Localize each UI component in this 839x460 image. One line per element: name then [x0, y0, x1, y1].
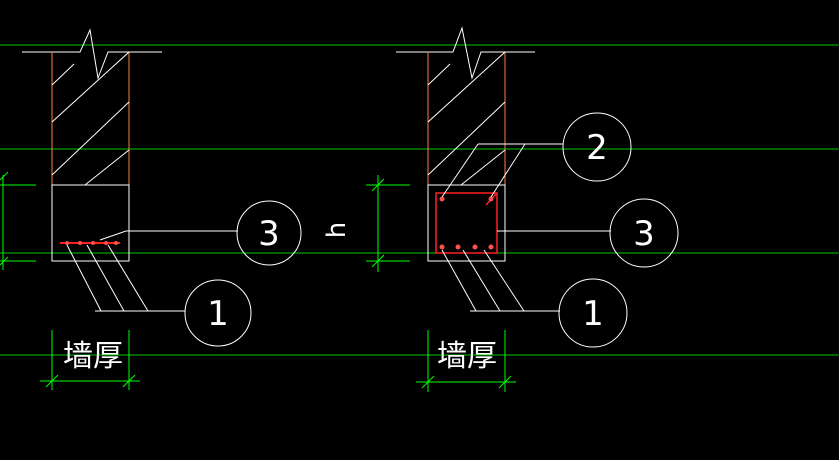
right-detail: 2 3 1 墙厚 h	[322, 26, 679, 392]
right-callout-2-text: 2	[586, 128, 608, 168]
left-leader-3	[99, 230, 238, 241]
right-callout-2: 2	[562, 112, 632, 182]
left-rebar-dots	[65, 241, 118, 245]
height-symbol-label: h	[322, 222, 352, 238]
left-wall-hatch	[51, 51, 130, 186]
left-callout-3-text: 3	[258, 214, 280, 254]
right-callout-1: 1	[558, 278, 628, 348]
left-callout-1-text: 1	[207, 294, 229, 334]
left-wall-thickness-label: 墙厚	[63, 339, 123, 374]
right-callout-1-text: 1	[582, 294, 604, 334]
left-break-line	[22, 28, 162, 80]
right-stirrup	[435, 192, 498, 254]
grid-lines	[0, 44, 839, 356]
left-detail: 3 1 墙厚	[0, 28, 302, 390]
right-rebar-dots	[439, 196, 494, 250]
right-break-line	[396, 26, 535, 80]
right-leader-1	[441, 249, 560, 312]
right-wall-thickness-label: 墙厚	[437, 339, 497, 374]
left-wall-thickness-dimension	[40, 330, 140, 390]
left-height-dimension	[0, 171, 36, 270]
right-callout-3: 3	[609, 198, 679, 268]
right-wall-hatch	[427, 51, 506, 186]
right-callout-3-text: 3	[633, 214, 655, 254]
left-leader-1	[66, 244, 185, 312]
left-section-box	[51, 184, 130, 262]
right-wall-thickness-dimension	[416, 330, 516, 392]
left-callout-3: 3	[236, 200, 302, 266]
right-section-box	[427, 184, 506, 262]
right-height-dimension	[366, 175, 410, 272]
right-leader-2	[441, 143, 563, 198]
left-callout-1: 1	[184, 279, 252, 347]
